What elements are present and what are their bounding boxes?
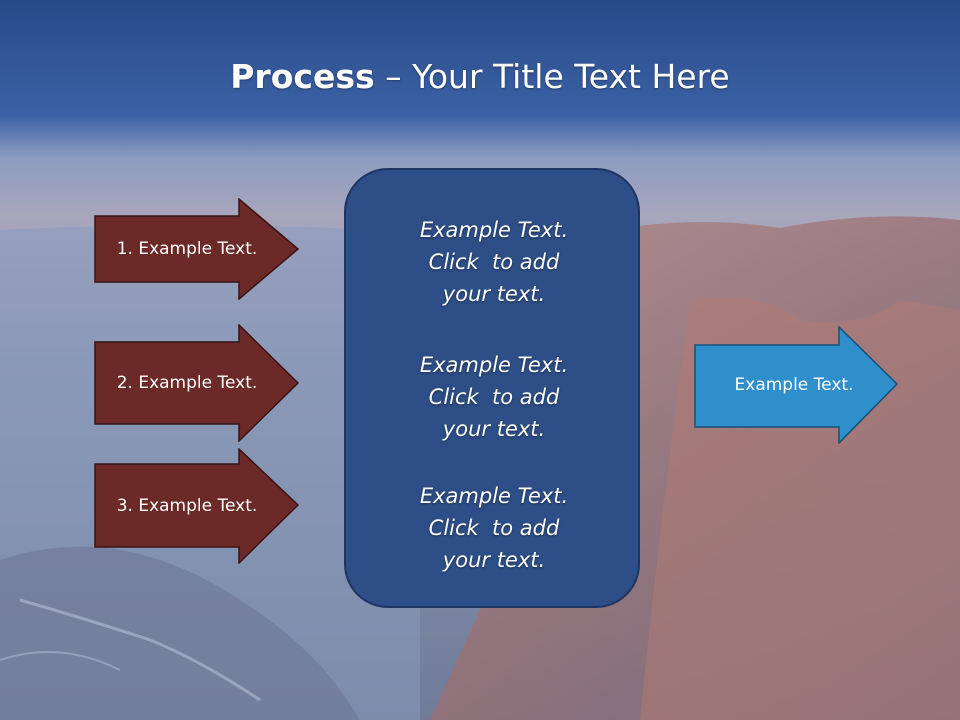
step-arrow-1: 1. Example Text.: [94, 198, 300, 300]
result-arrow: Example Text.: [694, 326, 900, 444]
slide-title: Process – Your Title Text Here: [0, 52, 960, 102]
center-text-box: Example Text. Click to add your text. Ex…: [344, 168, 640, 608]
step-arrow-3: 3. Example Text.: [94, 448, 300, 564]
center-text-line: Example Text.: [419, 484, 569, 508]
center-text-line: Click to add: [428, 385, 560, 409]
center-text-line: Example Text.: [419, 218, 569, 242]
result-label: Example Text.: [734, 375, 854, 395]
center-text-line: your text.: [442, 417, 546, 441]
title-rest: – Your Title Text Here: [374, 57, 730, 96]
center-text-line: Example Text.: [419, 353, 569, 377]
center-text-block-3: Example Text. Click to add your text.: [346, 480, 642, 576]
step-label: 1. Example Text.: [116, 239, 258, 259]
center-text-line: Click to add: [428, 250, 560, 274]
center-text-line: your text.: [442, 548, 546, 572]
center-text-block-1: Example Text. Click to add your text.: [346, 214, 642, 310]
center-text-line: your text.: [442, 282, 546, 306]
center-text-line: Click to add: [428, 516, 560, 540]
step-label: 3. Example Text.: [116, 496, 258, 516]
step-arrow-2: 2. Example Text.: [94, 324, 300, 442]
title-bold: Process: [230, 57, 375, 96]
center-text-block-2: Example Text. Click to add your text.: [346, 349, 642, 445]
step-label: 2. Example Text.: [116, 373, 258, 393]
